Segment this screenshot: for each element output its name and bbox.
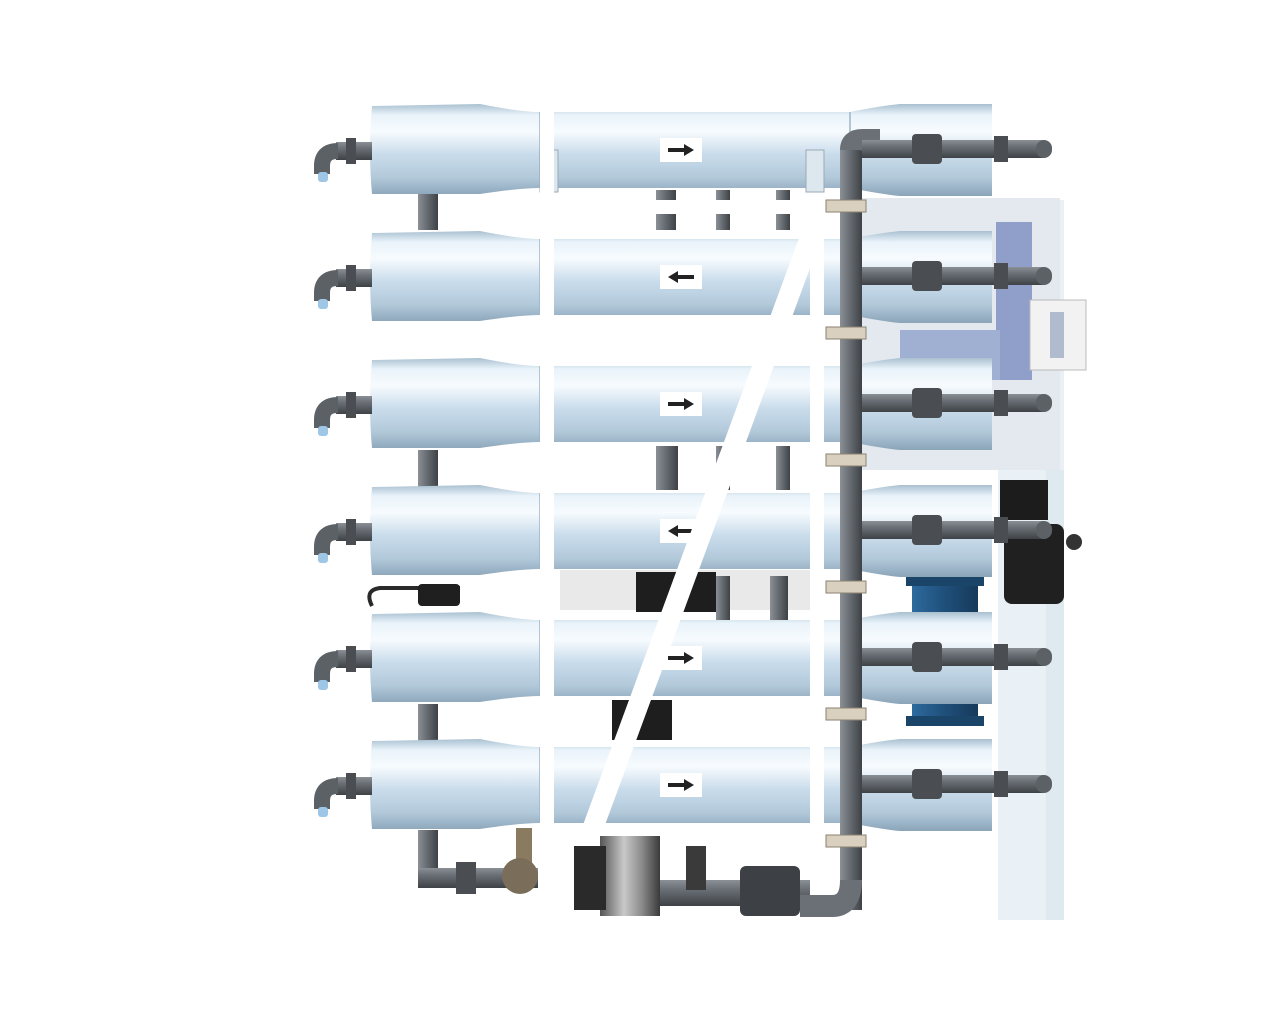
flow-arrow-icon: [668, 779, 694, 791]
valve-icon: [912, 642, 942, 672]
pipe-clamp: [825, 834, 867, 848]
bottom-feed-piping: [418, 828, 862, 917]
vessel-saddle: [805, 149, 825, 193]
pipe-clamp: [825, 326, 867, 340]
valve-icon: [912, 769, 942, 799]
elbow-fitting-icon: [314, 646, 372, 690]
pipe-clamp: [825, 199, 867, 213]
flow-arrow-icon: [668, 398, 694, 410]
pressure-vessels: [367, 104, 992, 831]
outlet-pipe: [862, 388, 1052, 418]
booster-pump: [1000, 480, 1082, 604]
outlet-pipes: [862, 134, 1052, 799]
outlet-pipe: [862, 642, 1052, 672]
elbow-fitting-icon: [314, 392, 372, 436]
inlet-elbows: [314, 138, 372, 817]
valve-icon: [912, 261, 942, 291]
outlet-pipe: [862, 515, 1052, 545]
valve-icon: [912, 388, 942, 418]
flow-arrow-icon: [668, 652, 694, 664]
elbow-fitting-icon: [314, 265, 372, 309]
pressure-gauge-icon: [367, 584, 460, 607]
pipe-clamp: [825, 580, 867, 594]
valve-icon: [912, 515, 942, 545]
flow-arrow-icon: [668, 525, 694, 537]
outlet-pipe: [862, 769, 1052, 799]
pressure-vessel: [370, 104, 992, 196]
elbow-fitting-icon: [314, 773, 372, 817]
flow-arrow-icon: [668, 144, 694, 156]
manifold-clamps: [825, 199, 867, 848]
pipe-clamp: [825, 707, 867, 721]
pipe-clamp: [825, 453, 867, 467]
pressure-vessel: [370, 231, 992, 323]
elbow-fitting-icon: [314, 519, 372, 563]
outlet-pipe: [862, 261, 1052, 291]
valve-icon: [912, 134, 942, 164]
white-frame: [540, 100, 824, 920]
outlet-pipe: [862, 134, 1052, 164]
flow-arrow-icon: [668, 271, 694, 283]
elbow-fitting-icon: [314, 138, 372, 182]
